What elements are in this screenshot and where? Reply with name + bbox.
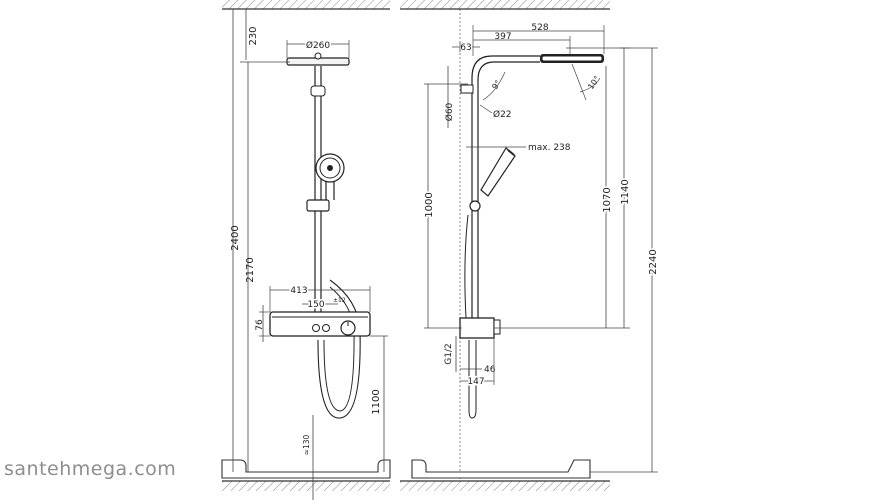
slider-holder [306,199,330,212]
shower-hose-inner [323,286,355,412]
head-connector [314,52,322,60]
dim-label-arm-reach: 397 [494,32,511,42]
riser-arm [471,55,540,318]
ceiling-hatch-side [400,0,610,9]
dim-label-outlet-offset: ≈130 [302,434,311,455]
dim-label-hand-projection: max. 238 [528,143,571,153]
diverter-knob-2 [322,324,330,332]
floor-hatch-side [400,481,610,491]
thermostat-side [459,317,495,339]
dim-label-inlet-thread: G1/2 [444,343,454,364]
dim-label-arm-height: 2170 [245,257,256,282]
front-view: 230 2400 2170 Ø260 413 150 ±12 76 1100 ≈… [221,0,391,500]
ceiling-hatch-front [222,0,390,9]
wall-bracket [310,85,326,97]
riser-arm-inner [477,61,540,318]
shower-tray-front [221,459,391,479]
dim-label-mount-height: 1100 [371,389,382,414]
floor-hatch-front [222,481,390,491]
hand-shower-center [327,165,333,171]
dim-label-head-over-thermostat: 1070 [602,187,613,212]
thermostat-knob-side [493,319,501,335]
dim-label-wall-offset: 63 [460,43,471,53]
dim-label-head-height: 230 [248,26,259,45]
dim-label-total-height: 2400 [230,225,241,250]
hand-shower-side-face [507,149,515,156]
dim-label-inlet-depth: 46 [484,365,496,375]
dim-label-thermostat-width: 413 [290,286,307,296]
temperature-knob [340,320,356,336]
dim-label-pipe-diameter: Ø22 [493,109,512,120]
wall-bracket-side [460,84,474,94]
angle-line-10 [571,63,587,101]
dim-label-thermostat-depth: 147 [467,377,484,387]
overhead-head-side-face [541,55,603,62]
angle-arc-9 [482,71,506,101]
hose-side [468,340,477,419]
dim-label-rail-length: 1000 [424,192,435,217]
dim-label-connection-tolerance: ±12 [333,297,346,304]
diverter-knob-1 [312,324,320,332]
dim-label-bracket-diameter: Ø60 [444,102,455,121]
dim-label-head-diameter: Ø260 [306,40,331,51]
hose-side-upper [464,214,469,319]
leader-22 [479,104,493,114]
thermostat-body [269,311,371,337]
dim-label-joint-angle: 9° [490,79,503,92]
hand-shower-side [480,147,516,197]
dim-label-overall-height: 2240 [648,249,659,274]
dim-label-tilt-angle: 10° [586,74,602,91]
dim-label-connection-spacing: 150 [307,300,324,310]
dim-label-projection-total: 528 [531,23,548,33]
slider-side [469,200,481,212]
shower-hose [317,279,361,419]
dim-label-thermostat-height: 76 [255,319,265,331]
side-view: 528 397 63 9° 10° Ø60 Ø22 max. 238 1000 … [400,0,661,491]
shower-tray-side [411,459,591,479]
dim-label-arm-over-thermostat: 1140 [620,179,631,204]
watermark: santehmega.com [4,458,177,480]
